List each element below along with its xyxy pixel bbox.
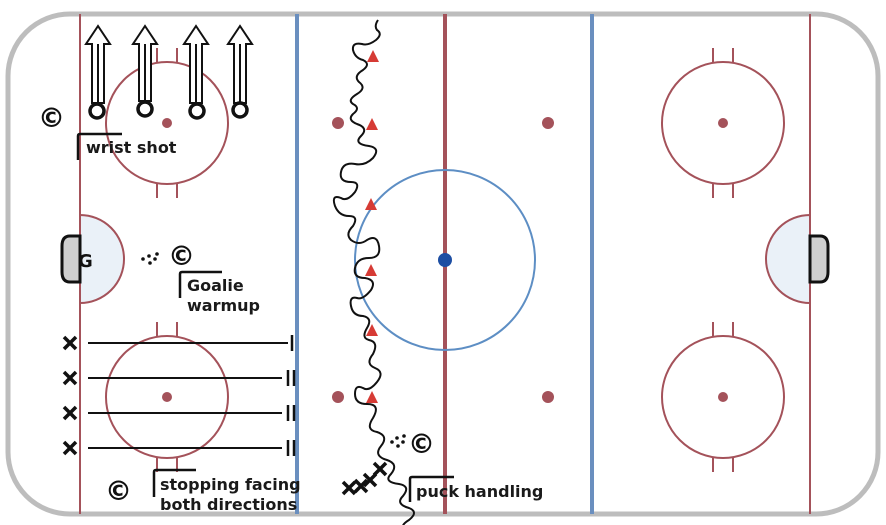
skater-x-marker	[62, 335, 78, 351]
shot-arrow	[84, 24, 112, 104]
cone-marker	[367, 50, 379, 62]
neutral-dot-left-bottom	[332, 391, 344, 403]
label-bracket	[408, 475, 454, 502]
cone-marker	[365, 198, 377, 210]
center-ice-circle	[354, 169, 536, 351]
stopping-label-line1: stopping facing	[160, 475, 301, 494]
goal-net-right	[808, 234, 830, 284]
skater-x-marker	[62, 405, 78, 421]
skater-group	[341, 461, 388, 496]
faceoff-circle-right-bottom	[661, 322, 785, 472]
cone-marker	[366, 324, 378, 336]
wrist-shot-label: wrist shot	[86, 138, 177, 157]
puck-handling-drill: © puck handling	[332, 19, 543, 525]
player-marker	[88, 102, 106, 120]
stop-marker	[286, 405, 296, 421]
label-bracket	[152, 468, 196, 497]
goalie-warmup-label-line1: Goalie	[187, 276, 244, 295]
goalie-warmup-drill: G © Goalie warmup	[78, 241, 260, 315]
cone-marker	[365, 264, 377, 276]
stop-marker	[286, 440, 296, 456]
label-bracket	[178, 270, 222, 298]
goal-net-left	[60, 234, 82, 284]
puck-dots	[390, 434, 406, 448]
cone-marker	[366, 118, 378, 130]
wrist-shot-drill: © wrist shot	[38, 24, 254, 160]
neutral-dot-left-top	[332, 117, 344, 129]
player-marker	[188, 102, 206, 120]
puck-dots	[141, 252, 159, 265]
stopping-label-line2: both directions	[160, 495, 297, 514]
shot-arrow	[226, 24, 254, 104]
goal-crease-left	[79, 213, 125, 305]
coach-symbol: ©	[38, 103, 65, 134]
coach-symbol: ©	[408, 429, 435, 460]
goal-crease-right	[765, 213, 811, 305]
player-marker	[231, 101, 249, 119]
neutral-dot-right-bottom	[542, 391, 554, 403]
shot-arrow	[182, 24, 210, 104]
faceoff-circle-left-top	[105, 48, 229, 198]
skater-x-marker	[62, 370, 78, 386]
skater-x-marker	[62, 440, 78, 456]
stickhandling-path	[332, 19, 415, 525]
stop-marker	[286, 370, 296, 386]
shot-arrow	[131, 24, 159, 102]
center-ice-dot	[438, 253, 452, 267]
goalie-warmup-label-line2: warmup	[187, 296, 260, 315]
puck-handling-label: puck handling	[416, 482, 543, 501]
cone-marker	[366, 391, 378, 403]
label-bracket	[76, 132, 122, 160]
coach-symbol: ©	[168, 241, 195, 272]
player-marker	[136, 100, 154, 118]
coach-symbol: ©	[105, 476, 132, 507]
neutral-dot-right-top	[542, 117, 554, 129]
goalie-symbol: G	[78, 251, 93, 272]
stopping-drill	[62, 335, 296, 456]
faceoff-circle-right-top	[661, 48, 785, 198]
